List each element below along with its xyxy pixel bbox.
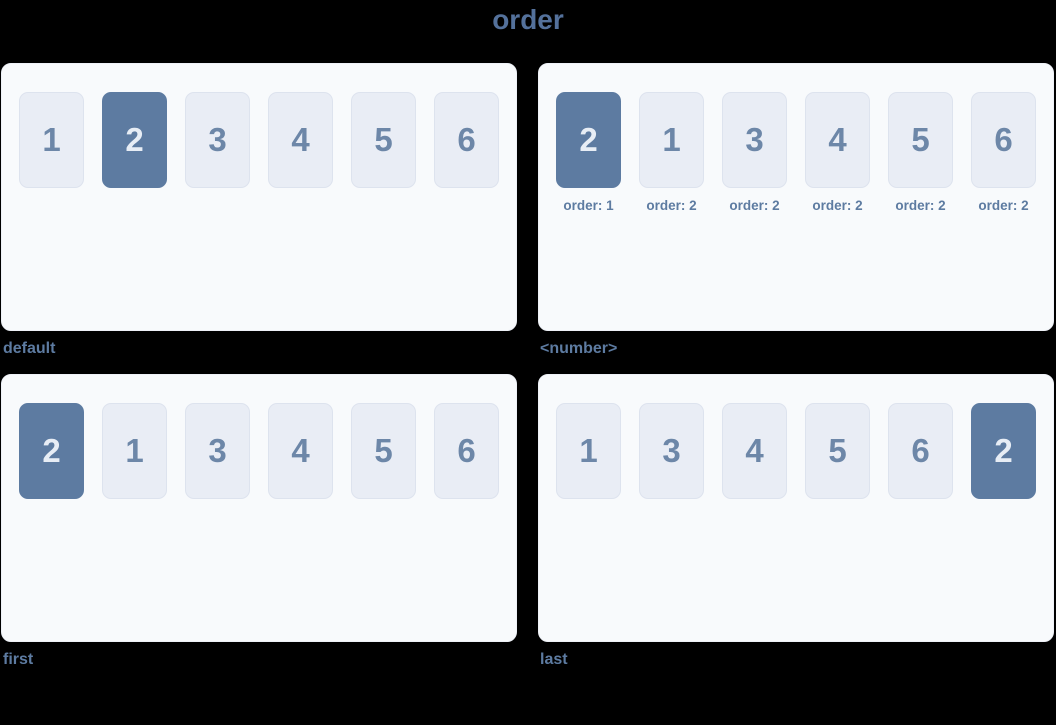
example-panel: 1 3 4 5 6 2 xyxy=(538,374,1054,642)
flex-item-box: 1 xyxy=(19,92,84,188)
flex-item: 6 xyxy=(888,403,953,499)
box-number: 5 xyxy=(828,432,847,469)
flex-item-box: 2 xyxy=(102,92,167,188)
example-cell: 1 2 3 4 5 6 default xyxy=(1,63,517,358)
flex-row: 1 3 4 5 6 2 xyxy=(556,403,1036,499)
flex-item: 1 xyxy=(556,403,621,499)
example-caption: last xyxy=(540,651,568,668)
box-number: 6 xyxy=(457,432,476,469)
order-note: order: 2 xyxy=(729,198,780,213)
example-panel: 2 order: 1 1 order: 2 3 order: 2 4 order… xyxy=(538,63,1054,331)
box-number: 2 xyxy=(579,121,598,158)
box-number: 6 xyxy=(994,121,1013,158)
box-number: 2 xyxy=(125,121,144,158)
box-number: 4 xyxy=(745,432,764,469)
page-title: order xyxy=(492,4,564,35)
flex-item: 2 xyxy=(102,92,167,188)
box-number: 6 xyxy=(911,432,930,469)
box-number: 5 xyxy=(374,432,393,469)
flex-item: 1 order: 2 xyxy=(639,92,704,213)
flex-item: 4 order: 2 xyxy=(805,92,870,213)
box-number: 3 xyxy=(208,432,227,469)
order-demo-page: order 1 2 3 4 5 6 xyxy=(0,5,1056,669)
box-number: 6 xyxy=(457,121,476,158)
box-number: 2 xyxy=(42,432,61,469)
flex-item-box: 3 xyxy=(185,403,250,499)
flex-row: 2 1 3 4 5 6 xyxy=(19,403,499,499)
box-number: 3 xyxy=(208,121,227,158)
flex-item-box: 2 xyxy=(971,403,1036,499)
flex-item: 6 xyxy=(434,92,499,188)
flex-item-box: 6 xyxy=(434,403,499,499)
box-number: 1 xyxy=(579,432,598,469)
flex-item-box: 2 xyxy=(556,92,621,188)
flex-item-box: 5 xyxy=(351,403,416,499)
example-panel: 1 2 3 4 5 6 xyxy=(1,63,517,331)
flex-item-box: 3 xyxy=(185,92,250,188)
box-number: 4 xyxy=(828,121,847,158)
flex-item-box: 6 xyxy=(971,92,1036,188)
flex-item: 6 xyxy=(434,403,499,499)
flex-item: 4 xyxy=(722,403,787,499)
flex-item: 5 xyxy=(351,92,416,188)
flex-item-box: 4 xyxy=(268,403,333,499)
flex-item-box: 5 xyxy=(805,403,870,499)
flex-item-box: 6 xyxy=(434,92,499,188)
box-number: 2 xyxy=(994,432,1013,469)
flex-item-box: 1 xyxy=(639,92,704,188)
flex-item: 3 xyxy=(639,403,704,499)
box-number: 5 xyxy=(911,121,930,158)
example-panel: 2 1 3 4 5 6 xyxy=(1,374,517,642)
flex-item-box: 5 xyxy=(888,92,953,188)
order-note: order: 2 xyxy=(646,198,697,213)
flex-item-box: 1 xyxy=(556,403,621,499)
example-caption: default xyxy=(3,340,56,357)
flex-item: 2 order: 1 xyxy=(556,92,621,213)
example-caption: first xyxy=(3,651,34,668)
box-number: 3 xyxy=(662,432,681,469)
order-note: order: 2 xyxy=(978,198,1029,213)
flex-item: 2 xyxy=(19,403,84,499)
flex-item: 5 order: 2 xyxy=(888,92,953,213)
flex-item: 4 xyxy=(268,403,333,499)
box-number: 4 xyxy=(291,121,310,158)
flex-item: 3 xyxy=(185,403,250,499)
flex-row: 2 order: 1 1 order: 2 3 order: 2 4 order… xyxy=(556,92,1036,213)
flex-item: 2 xyxy=(971,403,1036,499)
flex-item: 6 order: 2 xyxy=(971,92,1036,213)
flex-item: 5 xyxy=(805,403,870,499)
flex-item-box: 4 xyxy=(722,403,787,499)
box-number: 1 xyxy=(125,432,144,469)
flex-item-box: 4 xyxy=(268,92,333,188)
order-note: order: 2 xyxy=(812,198,863,213)
flex-item: 1 xyxy=(19,92,84,188)
flex-row: 1 2 3 4 5 6 xyxy=(19,92,499,188)
example-cell: 2 1 3 4 5 6 first xyxy=(1,374,517,669)
flex-item-box: 1 xyxy=(102,403,167,499)
example-caption: <number> xyxy=(540,340,618,357)
flex-item-box: 4 xyxy=(805,92,870,188)
flex-item-box: 3 xyxy=(722,92,787,188)
box-number: 3 xyxy=(745,121,764,158)
flex-item-box: 2 xyxy=(19,403,84,499)
box-number: 5 xyxy=(374,121,393,158)
box-number: 1 xyxy=(662,121,681,158)
flex-item: 3 order: 2 xyxy=(722,92,787,213)
flex-item: 3 xyxy=(185,92,250,188)
flex-item-box: 3 xyxy=(639,403,704,499)
flex-item: 4 xyxy=(268,92,333,188)
example-cell: 2 order: 1 1 order: 2 3 order: 2 4 order… xyxy=(538,63,1054,358)
example-cell: 1 3 4 5 6 2 last xyxy=(538,374,1054,669)
box-number: 4 xyxy=(291,432,310,469)
flex-item: 1 xyxy=(102,403,167,499)
order-note: order: 2 xyxy=(895,198,946,213)
flex-item-box: 6 xyxy=(888,403,953,499)
order-note: order: 1 xyxy=(563,198,614,213)
box-number: 1 xyxy=(42,121,61,158)
flex-item: 5 xyxy=(351,403,416,499)
examples-grid: 1 2 3 4 5 6 default xyxy=(1,63,1054,669)
flex-item-box: 5 xyxy=(351,92,416,188)
